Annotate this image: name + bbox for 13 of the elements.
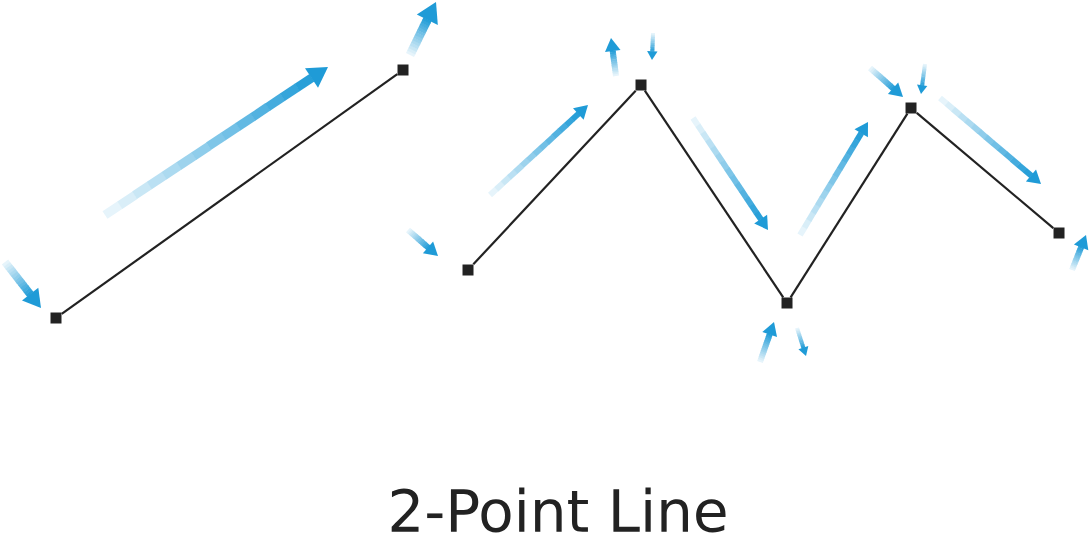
line-segment [789, 113, 909, 298]
point-marker [905, 102, 917, 114]
line-segment [643, 90, 785, 298]
point-marker [462, 264, 474, 276]
line-segment [472, 89, 637, 266]
point-marker [397, 64, 409, 76]
point-marker [50, 312, 62, 324]
point-marker [1053, 227, 1065, 239]
caption: 2-Point Line [391, 487, 726, 533]
point-marker [781, 297, 793, 309]
line-segment [61, 73, 398, 315]
line-segment [916, 111, 1055, 230]
point-marker [635, 79, 647, 91]
